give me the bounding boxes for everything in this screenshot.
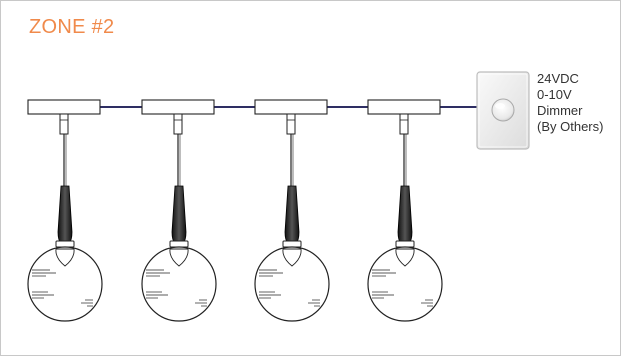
zone-title: ZONE #2: [29, 16, 115, 38]
socket-collar: [395, 240, 415, 248]
bulb: [282, 248, 302, 267]
bulb: [55, 248, 75, 267]
socket-collar: [55, 240, 75, 248]
bulb: [395, 248, 415, 267]
pendant-light: [254, 99, 330, 322]
cord-sleeve: [397, 185, 413, 245]
canopy-box: [254, 99, 328, 115]
dimmer-knob: [491, 98, 515, 122]
pendant-light: [367, 99, 443, 322]
dimmer-label-line: 24VDC: [537, 71, 579, 86]
glass-globe: [27, 246, 103, 322]
canopy-box: [367, 99, 441, 115]
connector: [173, 113, 183, 135]
cord-sleeve: [171, 185, 187, 245]
canopy-box: [27, 99, 101, 115]
pendant-light: [141, 99, 217, 322]
connector: [399, 113, 409, 135]
dimmer-label-line: Dimmer: [537, 103, 583, 118]
socket-collar: [169, 240, 189, 248]
canopy-box: [141, 99, 215, 115]
glass-globe: [367, 246, 443, 322]
dimmer-label-line: (By Others): [537, 119, 604, 134]
bulb: [169, 248, 189, 267]
cord-sleeve: [284, 185, 300, 245]
socket-collar: [282, 240, 302, 248]
glass-globe: [141, 246, 217, 322]
connector: [286, 113, 296, 135]
dimmer-switch: [476, 71, 530, 150]
pendants-layer: [27, 99, 443, 322]
connector: [59, 113, 69, 135]
dimmer-label: 24VDC 0-10V Dimmer (By Others): [537, 71, 603, 135]
glass-globe: [254, 246, 330, 322]
dimmer-label-line: 0-10V: [537, 87, 572, 102]
pendant-light: [27, 99, 103, 322]
cord-sleeve: [57, 185, 73, 245]
